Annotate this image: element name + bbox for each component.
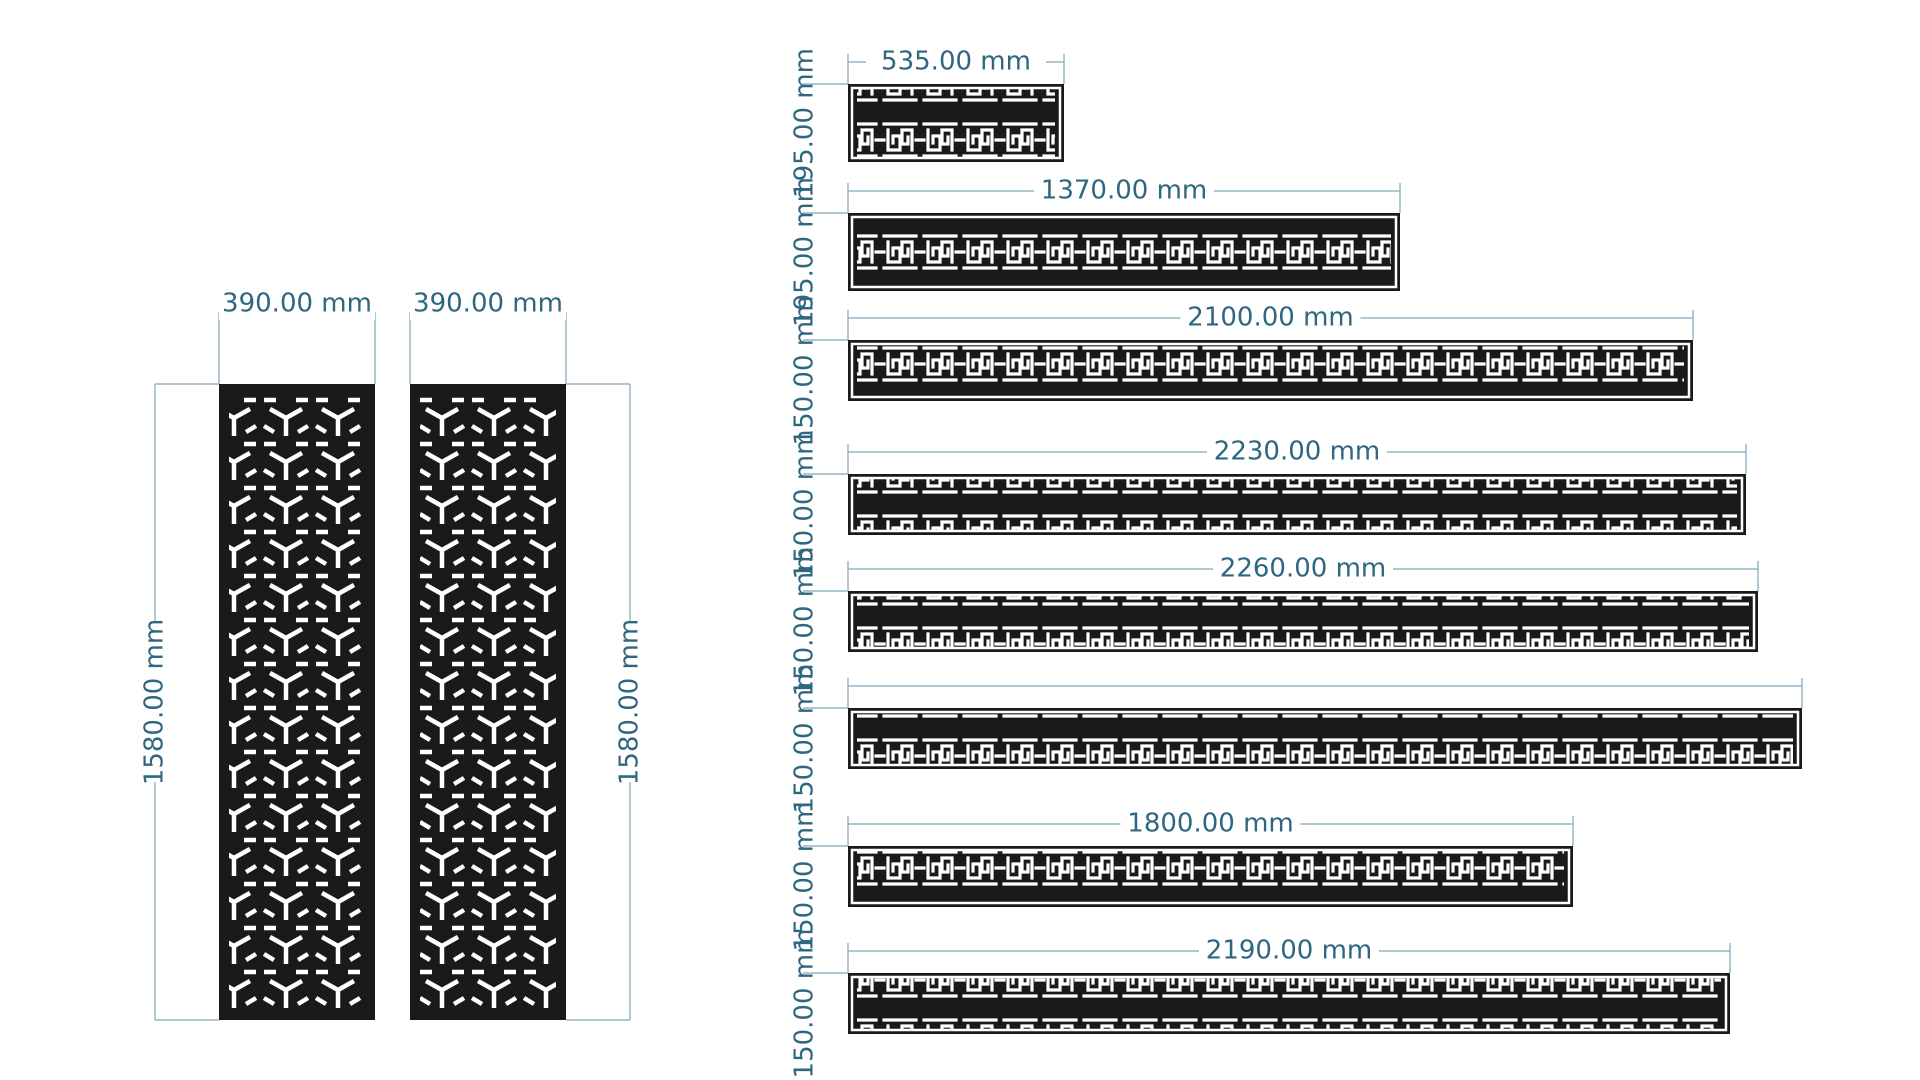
width-label-background [410,288,566,320]
width-label: 2190.00 mm [1206,936,1372,966]
width-extension-lines [847,54,1065,84]
width-label: 390.00 mm [413,289,563,319]
strip-3: 2100.00 mm 150.00 mm [790,296,1694,446]
width-extension-lines [847,310,1694,340]
height-label: 150.00 mm [790,430,820,580]
panels-group: 390.00 mm 1580.00 mm 390.00 mm 1580.00 mm [139,288,646,1021]
strip-4: 2230.00 mm 150.00 mm [790,430,1747,580]
cube-lattice-cutout [420,396,556,1008]
strip-2: 1370.00 mm 195.00 mm [790,175,1401,327]
strip-frame-line [850,593,1756,650]
strip-frame-line [850,342,1691,399]
strip-5: 2260.00 mm 150.00 mm [790,547,1759,697]
strip-frame-line [850,710,1800,767]
greek-key-cutout [857,712,1793,765]
height-extension-lines [155,383,219,1021]
width-extension-lines [847,943,1731,973]
width-extension-lines [847,678,1803,708]
width-extension-lines [847,444,1747,474]
width-label-background [1213,553,1393,585]
height-extension-lines [566,383,630,1021]
panel-1: 390.00 mm 1580.00 mm [139,288,376,1021]
height-label: 150.00 mm [790,296,820,446]
width-label-background [219,288,375,320]
strip-8: 2190.00 mm 150.00 mm [790,929,1731,1079]
height-label: 195.00 mm [790,177,820,327]
greek-key-cutout [857,595,1749,648]
panel-2: 390.00 mm 1580.00 mm [409,288,646,1021]
greek-key-cutout [857,850,1564,903]
width-label: 2100.00 mm [1187,303,1353,333]
width-label: 2260.00 mm [1220,554,1386,584]
strip-frame-line [850,215,1398,289]
strip-1: 535.00 mm 195.00 mm [790,46,1065,198]
height-label: 195.00 mm [790,48,820,198]
strip-frame-line [850,476,1744,533]
height-label: 150.00 mm [790,802,820,952]
width-label-background [1207,436,1387,468]
height-label: 1580.00 mm [140,619,170,785]
height-label: 150.00 mm [790,929,820,1079]
greek-key-cutout [857,88,1055,158]
width-label-background [1120,808,1301,840]
width-extension-lines [847,816,1574,846]
height-label: 1580.00 mm [615,619,645,785]
strip-frame-line [850,975,1728,1032]
height-label: 150.00 mm [790,547,820,697]
width-label-background [1180,302,1361,334]
width-label-background [866,46,1046,78]
strip-frame-line [850,848,1571,905]
width-extension-lines [847,561,1759,591]
greek-key-cutout [857,217,1391,287]
width-extension-lines [409,312,567,384]
height-label-background [614,622,646,782]
width-label: 1800.00 mm [1127,809,1293,839]
width-extension-lines [847,183,1401,213]
width-label-background [1199,935,1379,967]
greek-key-cutout [857,478,1737,531]
strip-frame-line [850,86,1062,160]
width-label: 390.00 mm [222,289,372,319]
width-extension-lines [218,312,376,384]
cube-lattice-cutout [229,396,365,1008]
height-label: 150.00 mm [790,664,820,814]
strip-6: 150.00 mm [790,664,1803,814]
width-label-background [1034,175,1214,207]
width-label: 535.00 mm [881,47,1031,77]
width-label: 2230.00 mm [1214,437,1380,467]
width-label: 1370.00 mm [1041,176,1207,206]
greek-key-cutout [857,344,1684,397]
height-label-background [139,622,171,782]
strip-7: 1800.00 mm 150.00 mm [790,802,1574,952]
greek-key-cutout [857,977,1721,1030]
